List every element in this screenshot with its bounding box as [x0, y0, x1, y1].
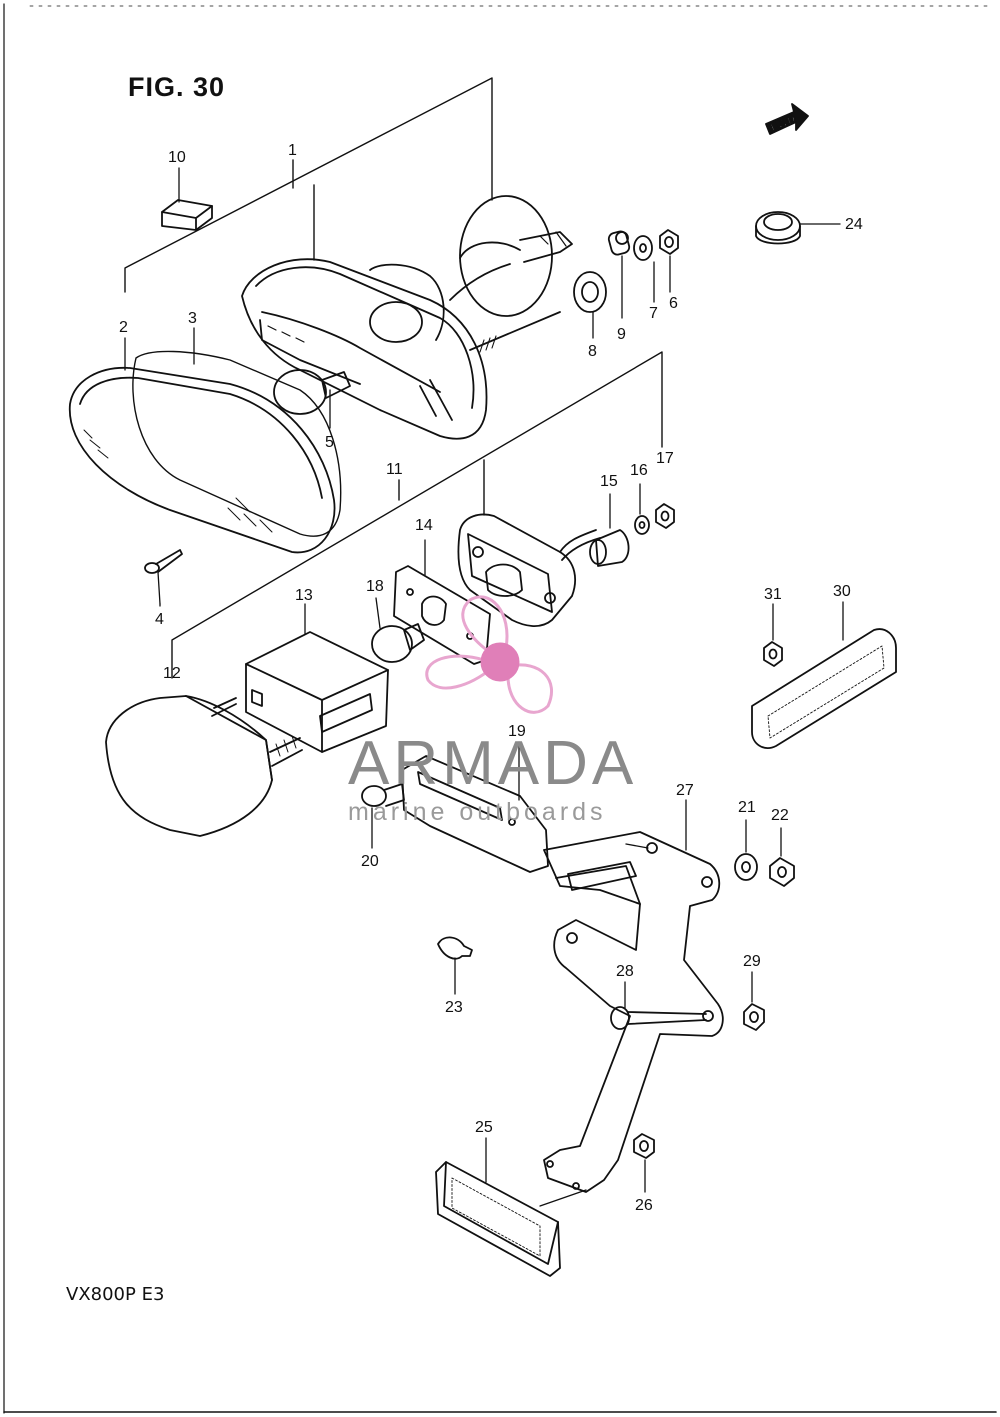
part-1-mounting-stud	[469, 311, 561, 353]
callout-3: 3	[188, 310, 197, 327]
part-10-cushion	[161, 199, 213, 231]
callout-labels: 1 2 3 4 5 6 7 8 9 10 11 12 13 14 15 16 1…	[119, 142, 863, 1214]
callout-21: 21	[738, 799, 756, 816]
callout-25: 25	[475, 1119, 493, 1136]
callout-23: 23	[445, 999, 463, 1016]
callout-12: 12	[163, 665, 181, 682]
callout-31: 31	[764, 586, 782, 603]
part-13-signal-bracket	[245, 603, 389, 753]
part-3-gasket	[132, 350, 342, 537]
callout-10: 10	[168, 149, 186, 166]
watermark-brand-name: ARMADA	[348, 729, 638, 798]
figure-title: FIG. 30	[128, 72, 226, 102]
forward-arrow-icon: FWD	[765, 103, 809, 135]
part-17-nut	[655, 503, 675, 529]
part-12-turn-signal	[105, 695, 303, 837]
model-code: VX800P E3	[66, 1284, 165, 1305]
part-1-socket-grommet	[449, 195, 573, 317]
part-28-bolt	[610, 981, 707, 1030]
part-29-nut	[743, 971, 765, 1031]
callout-22: 22	[771, 807, 789, 824]
callout-30: 30	[833, 583, 851, 600]
callout-5: 5	[325, 434, 334, 451]
callout-27: 27	[676, 782, 694, 799]
part-6-nut	[659, 229, 679, 255]
callout-7: 7	[649, 305, 658, 322]
callout-8: 8	[588, 343, 597, 360]
callout-28: 28	[616, 963, 634, 980]
callout-13: 13	[295, 587, 313, 604]
part-26-nut	[633, 1133, 655, 1193]
callout-16: 16	[630, 462, 648, 479]
part-16-washer	[634, 483, 650, 535]
part-23-clip	[437, 936, 473, 995]
callout-18: 18	[366, 578, 384, 595]
callout-1: 1	[288, 142, 297, 159]
part-2-tail-lens	[69, 366, 336, 554]
callout-24: 24	[845, 216, 863, 233]
callout-15: 15	[600, 473, 618, 490]
part-18-bulb	[371, 597, 425, 663]
watermark-tagline: marine outboards	[348, 798, 607, 826]
callout-19: 19	[508, 723, 526, 740]
part-7-washer	[633, 235, 653, 261]
callout-6: 6	[669, 295, 678, 312]
part-24-grommet	[755, 211, 841, 245]
part-22-nut	[769, 827, 795, 887]
callout-11: 11	[386, 461, 403, 478]
part-25-reflector	[435, 1137, 587, 1277]
callout-4: 4	[155, 611, 164, 628]
part-5-bulb	[273, 369, 351, 429]
assembly-bracket-lines	[124, 77, 663, 679]
part-20-bolt	[361, 783, 405, 849]
callout-9: 9	[617, 326, 626, 343]
part-27-rear-bracket	[543, 799, 724, 1193]
part-1-tail-lamp-housing	[241, 258, 488, 440]
callout-17: 17	[656, 450, 674, 467]
callout-leader-lines	[124, 167, 671, 607]
part-11-license-lamp	[457, 513, 601, 627]
part-21-washer	[734, 819, 758, 881]
part-15-collar	[589, 493, 630, 567]
callout-26: 26	[635, 1197, 653, 1214]
callout-20: 20	[361, 853, 379, 870]
part-19-license-bracket	[401, 741, 549, 873]
part-9-collar	[607, 230, 631, 256]
part-4-screw	[144, 549, 183, 605]
watermark-propeller-icon	[425, 595, 554, 714]
part-30-reflector	[751, 601, 897, 749]
callout-14: 14	[415, 517, 433, 534]
part-31-nut	[763, 603, 783, 667]
callout-29: 29	[743, 953, 761, 970]
callout-2: 2	[119, 319, 128, 336]
part-8-grommet	[573, 271, 607, 313]
